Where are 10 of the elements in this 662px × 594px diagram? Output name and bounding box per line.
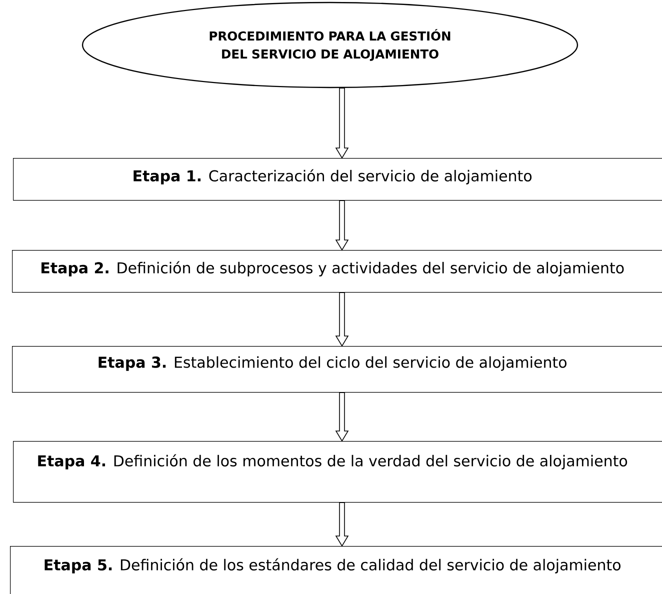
- arrow: [335, 392, 349, 442]
- arrow: [335, 88, 349, 159]
- stage-box: Etapa 1. Caracterización del servicio de alojamiento: [13, 158, 662, 201]
- arrow: [335, 200, 349, 251]
- arrow: [335, 292, 349, 347]
- stage-box: Etapa 4. Definición de los momentos de la verdad del servicio de alojamiento: [13, 441, 662, 503]
- arrow: [335, 502, 349, 547]
- stage-box: Etapa 2. Definición de subprocesos y actividades del servicio de alojamiento: [12, 250, 662, 293]
- stage-box: Etapa 3. Establecimiento del ciclo del servicio de alojamiento: [12, 346, 662, 393]
- stage-box: Etapa 5. Definición de los estándares de calidad del servicio de alojamiento: [10, 546, 662, 594]
